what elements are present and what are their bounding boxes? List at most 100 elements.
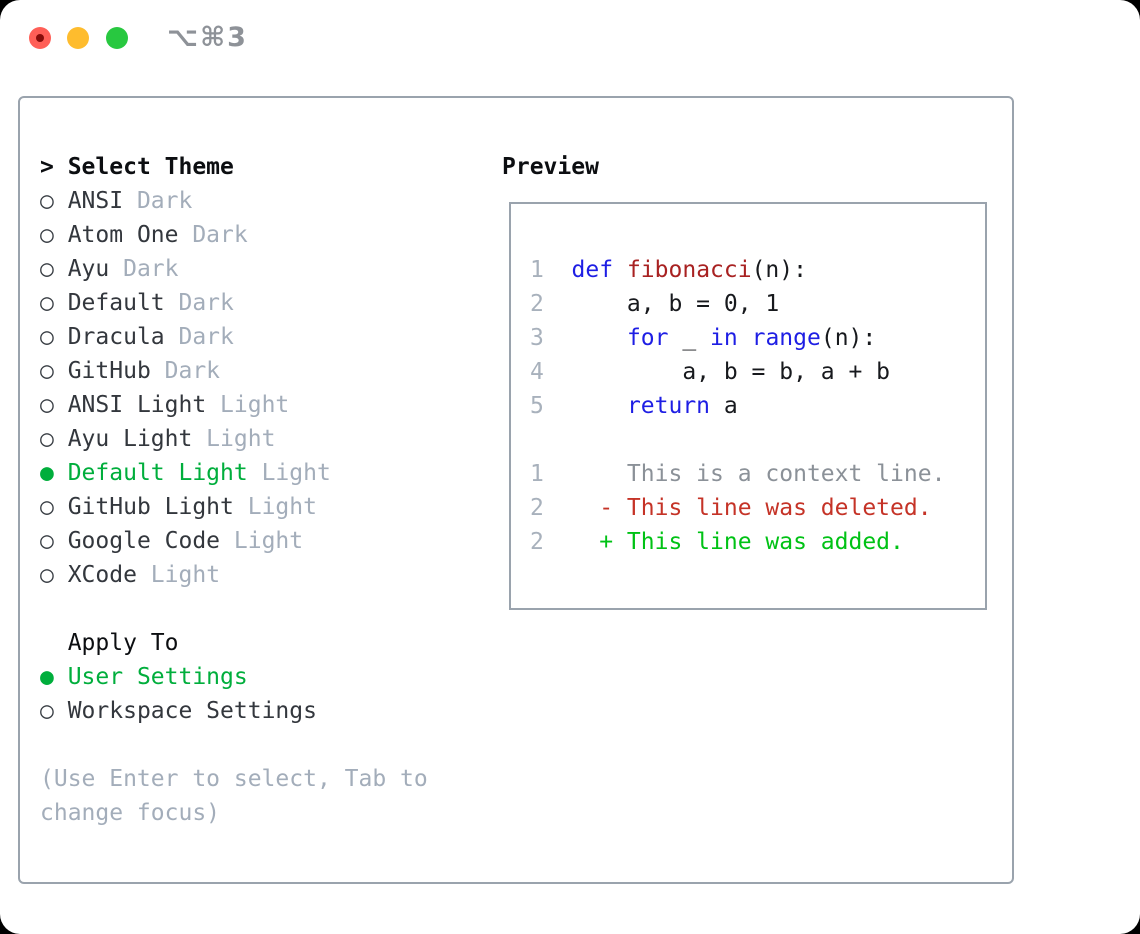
help-text: (Use Enter to select, Tab to — [40, 766, 428, 792]
diff-context-text: This is a context line. — [571, 461, 946, 487]
diff-deleted-text: - This line was deleted. — [571, 495, 932, 521]
radio-selected-icon: ● — [40, 460, 68, 486]
apply-option-user-settings[interactable]: ● User Settings — [40, 660, 428, 694]
theme-variant-label: Light — [206, 392, 290, 418]
theme-variant-label: Dark — [150, 358, 221, 384]
theme-name: Dracula — [67, 324, 165, 350]
theme-name: ANSI — [67, 188, 124, 214]
theme-variant-label: Light — [192, 426, 276, 452]
code-line: 3 for _ in range(n): — [530, 321, 945, 355]
theme-option-ansi[interactable]: ○ ANSI Dark — [40, 184, 428, 218]
code-token: a, b = b, a + b — [571, 359, 891, 385]
line-number: 2 — [530, 291, 572, 317]
theme-option-dracula[interactable]: ○ Dracula Dark — [40, 320, 428, 354]
theme-variant-label: Dark — [123, 188, 193, 214]
theme-option-atom-one[interactable]: ○ Atom One Dark — [40, 218, 428, 252]
spacer — [40, 728, 428, 762]
code-token: (n): — [751, 257, 807, 283]
code-line: 1 def fibonacci(n): — [530, 253, 945, 287]
radio-unselected-icon: ○ — [40, 392, 68, 418]
blank-line — [530, 427, 544, 453]
preview-heading: Preview — [502, 154, 599, 180]
function-name-token: fibonacci — [626, 257, 752, 283]
code-line — [530, 423, 945, 457]
theme-option-google-code[interactable]: ○ Google Code Light — [40, 524, 428, 558]
code-line: 2 - This line was deleted. — [530, 491, 945, 525]
line-number: 1 — [530, 257, 572, 283]
diff-added-text: + This line was added. — [571, 529, 904, 555]
theme-name: Ayu — [67, 256, 110, 282]
radio-unselected-icon: ○ — [40, 256, 68, 282]
radio-unselected-icon: ○ — [40, 358, 68, 384]
theme-variant-label: Light — [220, 528, 304, 554]
theme-variant-label: Dark — [109, 256, 179, 282]
select-theme-header-label: Select Theme — [67, 154, 234, 180]
line-number: 2 — [530, 529, 572, 555]
radio-unselected-icon: ○ — [40, 528, 68, 554]
theme-option-default[interactable]: ○ Default Dark — [40, 286, 428, 320]
code-line: 4 a, b = b, a + b — [530, 355, 945, 389]
theme-name: GitHub — [67, 358, 151, 384]
code-token: _ — [668, 325, 711, 351]
radio-unselected-icon: ○ — [40, 324, 68, 350]
line-number: 1 — [530, 461, 572, 487]
theme-option-ayu[interactable]: ○ Ayu Dark — [40, 252, 428, 286]
theme-variant-label: Light — [233, 494, 317, 520]
radio-unselected-icon: ○ — [40, 222, 68, 248]
theme-name: Ayu Light — [67, 426, 193, 452]
line-number: 5 — [530, 393, 572, 419]
keyword-token: return — [626, 393, 711, 419]
code-line: 5 return a — [530, 389, 945, 423]
line-number: 3 — [530, 325, 572, 351]
radio-unselected-icon: ○ — [40, 426, 68, 452]
theme-option-default-light[interactable]: ● Default Light Light — [40, 456, 428, 490]
select-theme-header: > Select Theme — [40, 150, 428, 184]
code-token — [572, 325, 627, 351]
focus-caret-icon: > — [40, 154, 68, 180]
apply-to-header: Apply To — [40, 626, 428, 660]
radio-unselected-icon: ○ — [40, 562, 68, 588]
theme-variant-label: Light — [247, 460, 331, 486]
code-token: (n): — [820, 325, 877, 351]
theme-name: Google Code — [67, 528, 221, 554]
modified-indicator-icon — [36, 34, 44, 42]
theme-picker-panel: > Select Theme○ ANSI Dark○ Atom One Dark… — [18, 96, 1014, 884]
keyword-token: def — [571, 257, 614, 283]
radio-unselected-icon: ○ — [40, 188, 68, 214]
theme-variant-label: Dark — [178, 222, 248, 248]
close-button[interactable] — [29, 27, 51, 49]
spacer — [40, 592, 428, 626]
code-token: a, b = 0, 1 — [571, 291, 780, 317]
apply-option-name: User Settings — [67, 664, 248, 690]
window-title: ⌥⌘3 — [167, 22, 248, 53]
help-text-line: change focus) — [40, 796, 428, 830]
radio-unselected-icon: ○ — [40, 290, 68, 316]
keyword-token: in — [710, 325, 738, 351]
code-line: 2 + This line was added. — [530, 525, 945, 559]
code-token — [738, 325, 752, 351]
apply-option-workspace-settings[interactable]: ○ Workspace Settings — [40, 694, 428, 728]
theme-list: > Select Theme○ ANSI Dark○ Atom One Dark… — [40, 150, 428, 830]
line-number: 4 — [530, 359, 572, 385]
code-token — [613, 257, 627, 283]
theme-option-github-light[interactable]: ○ GitHub Light Light — [40, 490, 428, 524]
apply-option-name: Workspace Settings — [67, 698, 317, 724]
zoom-button[interactable] — [106, 27, 128, 49]
theme-option-ayu-light[interactable]: ○ Ayu Light Light — [40, 422, 428, 456]
theme-option-github[interactable]: ○ GitHub Dark — [40, 354, 428, 388]
code-token: a — [710, 393, 738, 419]
theme-option-xcode[interactable]: ○ XCode Light — [40, 558, 428, 592]
theme-name: Atom One — [67, 222, 179, 248]
help-text-line: (Use Enter to select, Tab to — [40, 762, 428, 796]
theme-variant-label: Dark — [164, 290, 234, 316]
titlebar: ⌥⌘3 — [0, 0, 1140, 76]
code-line: 1 This is a context line. — [530, 457, 945, 491]
theme-option-ansi-light[interactable]: ○ ANSI Light Light — [40, 388, 428, 422]
radio-selected-icon: ● — [40, 664, 68, 690]
code-line: 2 a, b = 0, 1 — [530, 287, 945, 321]
keyword-token: for — [626, 325, 669, 351]
minimize-button[interactable] — [67, 27, 89, 49]
